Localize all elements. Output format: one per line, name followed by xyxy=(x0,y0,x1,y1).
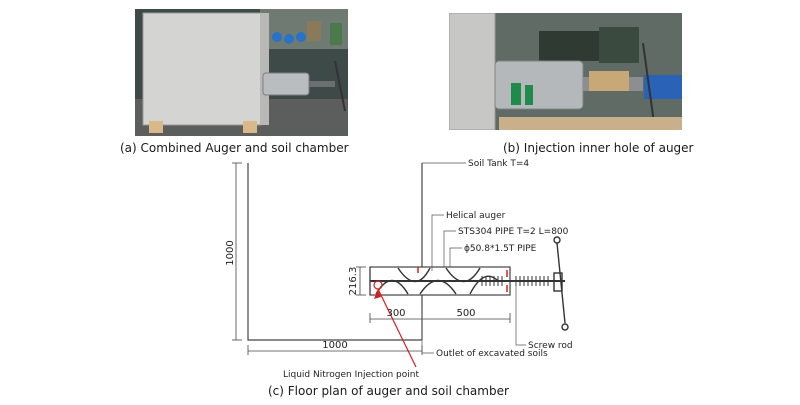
photo-a-illustration xyxy=(135,9,348,136)
label-helical-auger: Helical auger xyxy=(446,211,506,221)
screw-rod-handle xyxy=(553,236,569,331)
label-liquid-nitrogen: Liquid Nitrogen Injection point xyxy=(283,370,419,380)
label-screw-rod: Screw rod xyxy=(528,341,573,351)
photo-injection-inner-hole xyxy=(449,13,682,130)
tank-wall-left-bottom xyxy=(247,163,422,341)
floor-plan-drawing: 1000 1000 216.3 300 500 Soil Tank T=4 He… xyxy=(225,159,573,380)
label-outlet: Outlet of excavated soils xyxy=(436,349,548,359)
dim-width: 1000 xyxy=(322,340,347,351)
dim-auger-diameter: 216.3 xyxy=(348,267,359,296)
injection-arrow xyxy=(377,288,417,368)
label-pipe: STS304 PIPE T=2 L=800 xyxy=(458,227,569,237)
caption-b: (b) Injection inner hole of auger xyxy=(503,141,694,155)
caption-a: (a) Combined Auger and soil chamber xyxy=(120,141,349,155)
photo-auger-soil-chamber xyxy=(135,9,348,136)
caption-c: (c) Floor plan of auger and soil chamber xyxy=(268,384,509,398)
dim-height: 1000 xyxy=(225,240,236,265)
label-pipe-diameter: ϕ50.8*1.5T PIPE xyxy=(464,244,537,254)
dim-segment-500: 500 xyxy=(456,308,475,319)
injection-point-marker xyxy=(373,280,383,290)
label-soil-tank: Soil Tank T=4 xyxy=(468,159,529,169)
dim-segment-300: 300 xyxy=(386,308,405,319)
photo-b-illustration xyxy=(449,13,682,130)
